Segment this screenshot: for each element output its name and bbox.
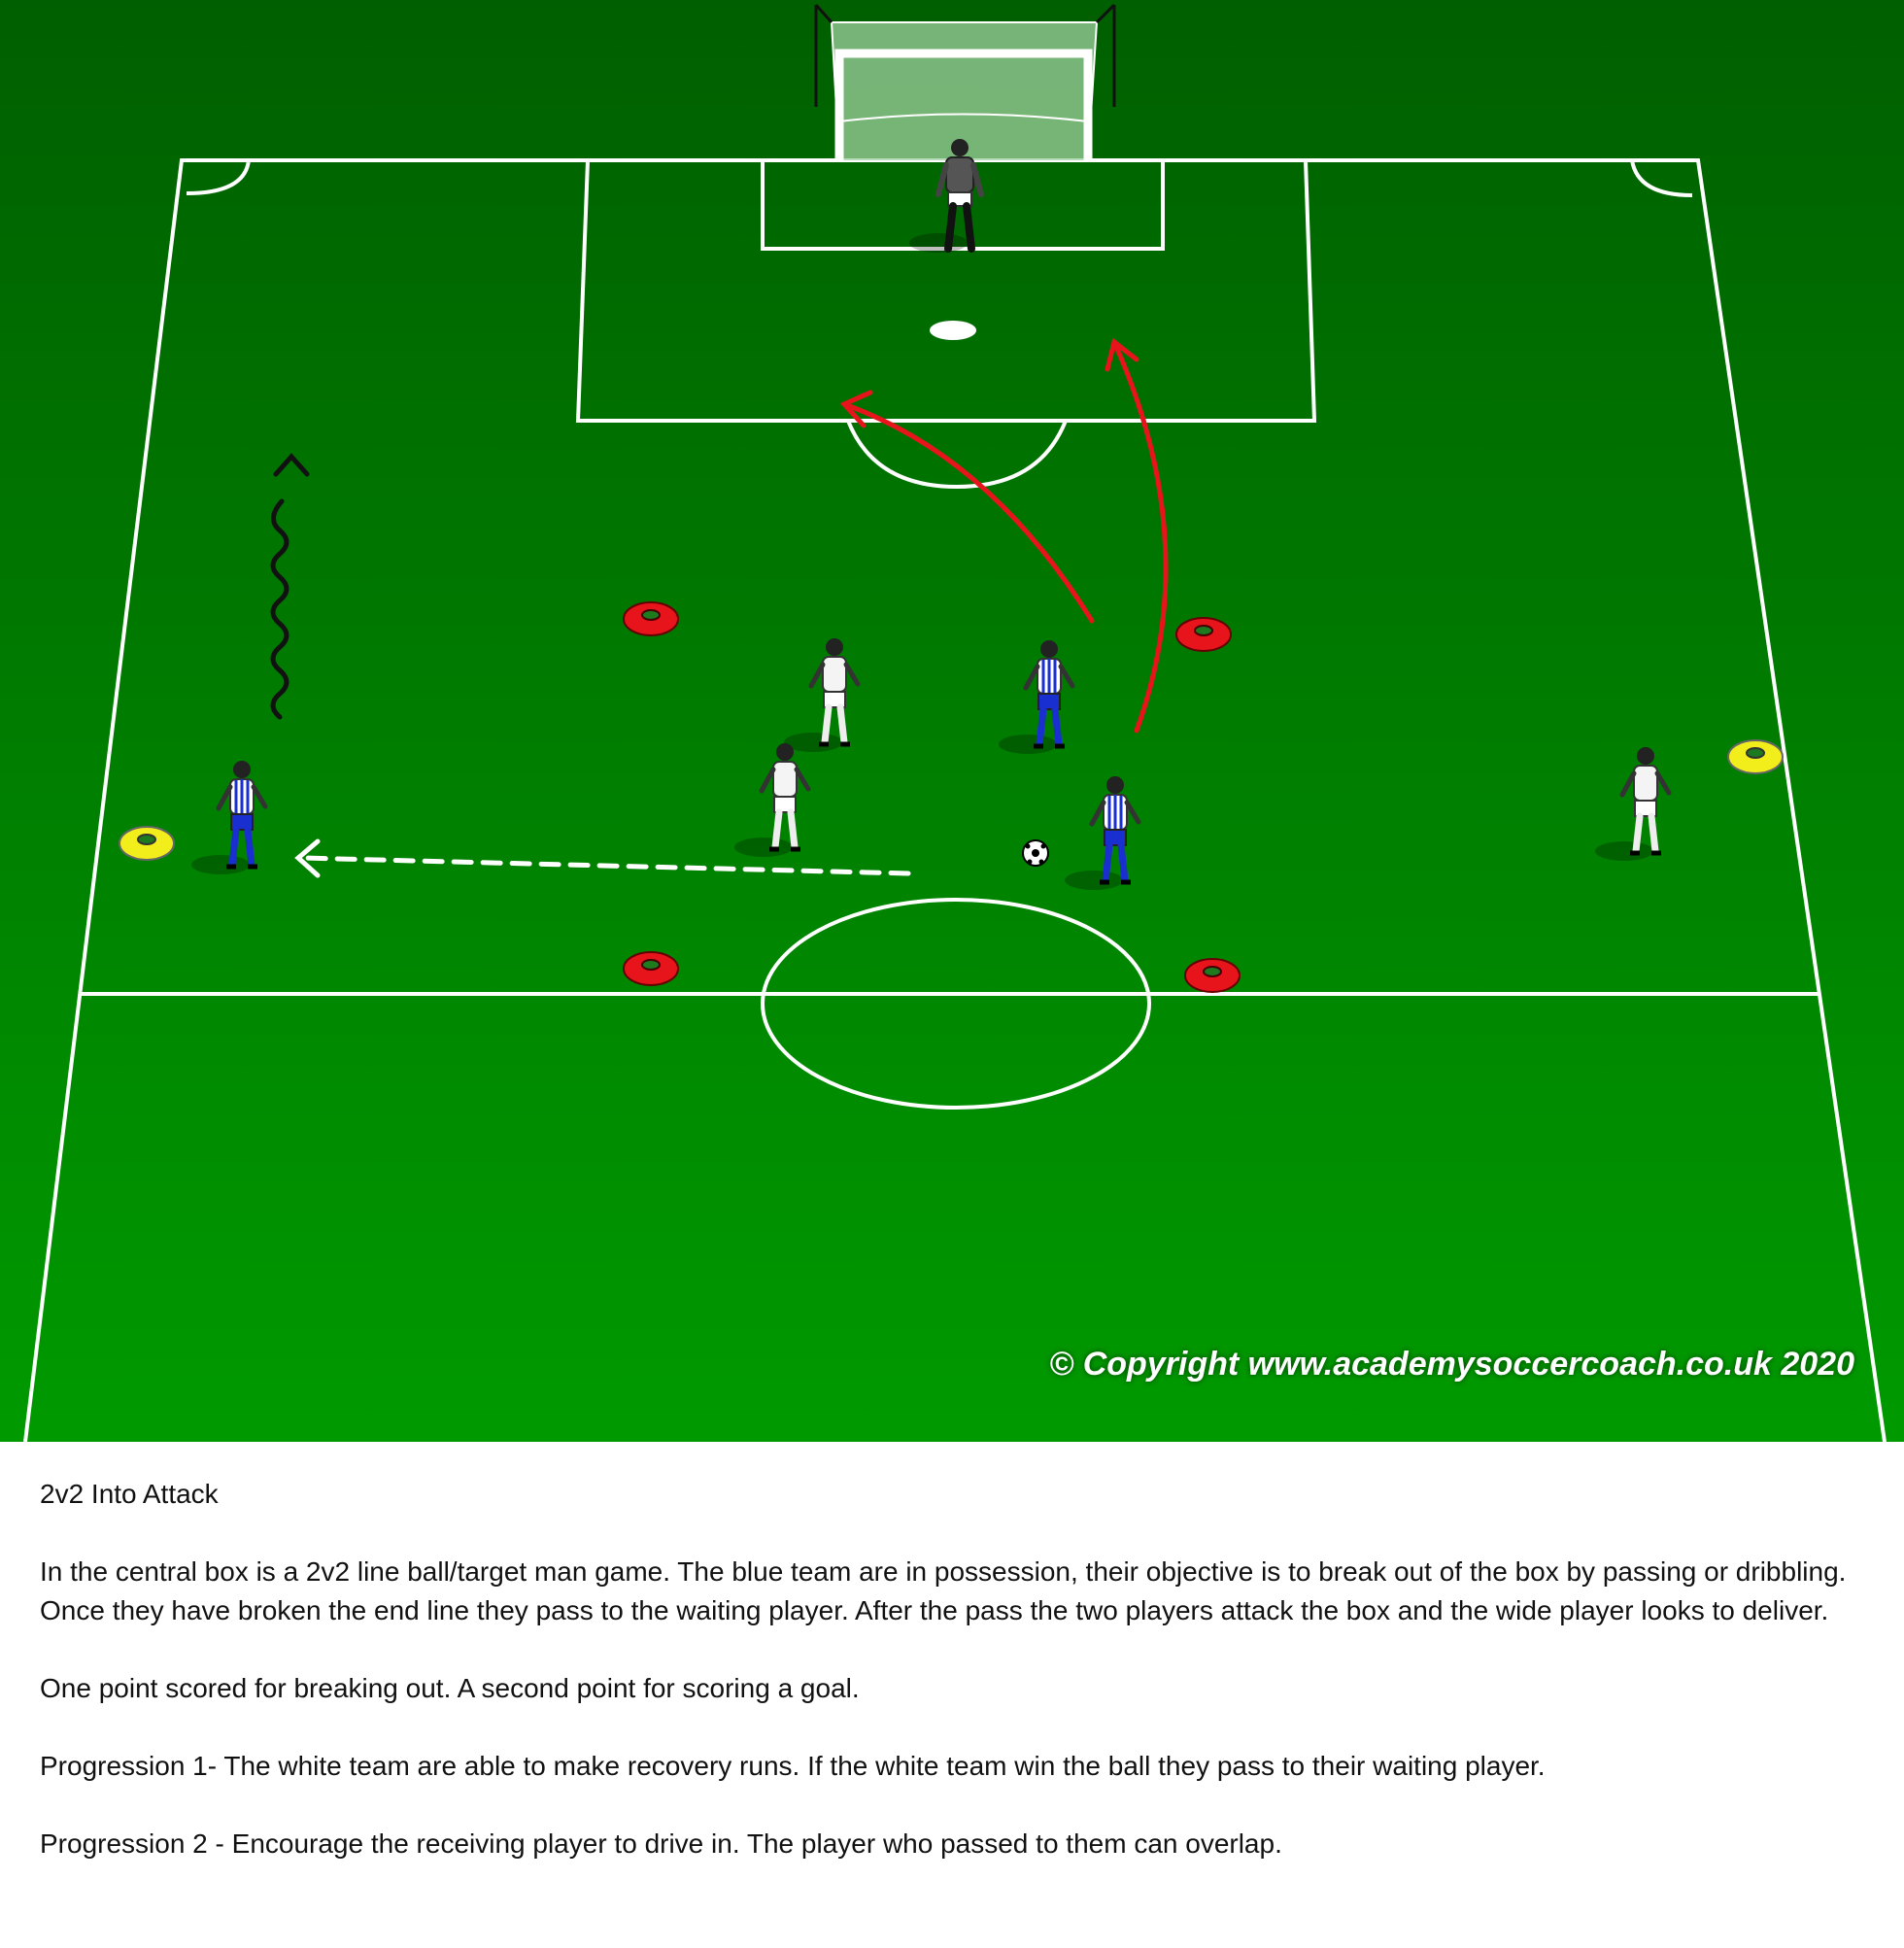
yellow-cone [119, 826, 175, 861]
penalty-box [575, 159, 1317, 423]
dribble-arrow [270, 498, 289, 720]
progression-2-paragraph: Progression 2 - Encourage the receiving … [40, 1828, 1282, 1859]
session-title: 2v2 Into Attack [40, 1479, 219, 1509]
run-arrow-left [841, 401, 1095, 624]
progression-1-paragraph: Progression 1- The white team are able t… [40, 1751, 1546, 1781]
scoring-paragraph: One point scored for breaking out. A sec… [40, 1673, 860, 1703]
copyright-watermark: © Copyright www.academysoccercoach.co.uk… [1049, 1346, 1854, 1383]
movement-arrows [270, 337, 1169, 878]
red-cone [1184, 958, 1241, 993]
six-yard-box [761, 160, 1165, 251]
penalty-spot [930, 321, 976, 340]
pitch-diagram [0, 0, 1904, 1442]
red-cone [623, 601, 679, 636]
yellow-cone [1727, 739, 1784, 774]
dribble-arrow-head [273, 453, 310, 477]
pass-arrow [298, 855, 911, 876]
run-arrow-left-head [839, 390, 873, 428]
description-paragraph: In the central box is a 2v2 line ball/ta… [40, 1556, 1847, 1625]
football [1022, 839, 1049, 867]
red-cone [623, 951, 679, 986]
run-arrow-right [1111, 339, 1169, 734]
run-arrow-right-head [1105, 337, 1139, 372]
pass-arrow-head [294, 838, 321, 878]
goalkeeper [909, 139, 984, 253]
session-notes: 2v2 Into Attack In the central box is a … [40, 1475, 1866, 1902]
corner-arc-left [186, 159, 251, 195]
penalty-arc [846, 420, 1068, 490]
corner-arc-right [1630, 159, 1693, 197]
red-cone [1175, 617, 1232, 652]
centre-circle [761, 898, 1151, 1110]
goal [814, 3, 1116, 161]
